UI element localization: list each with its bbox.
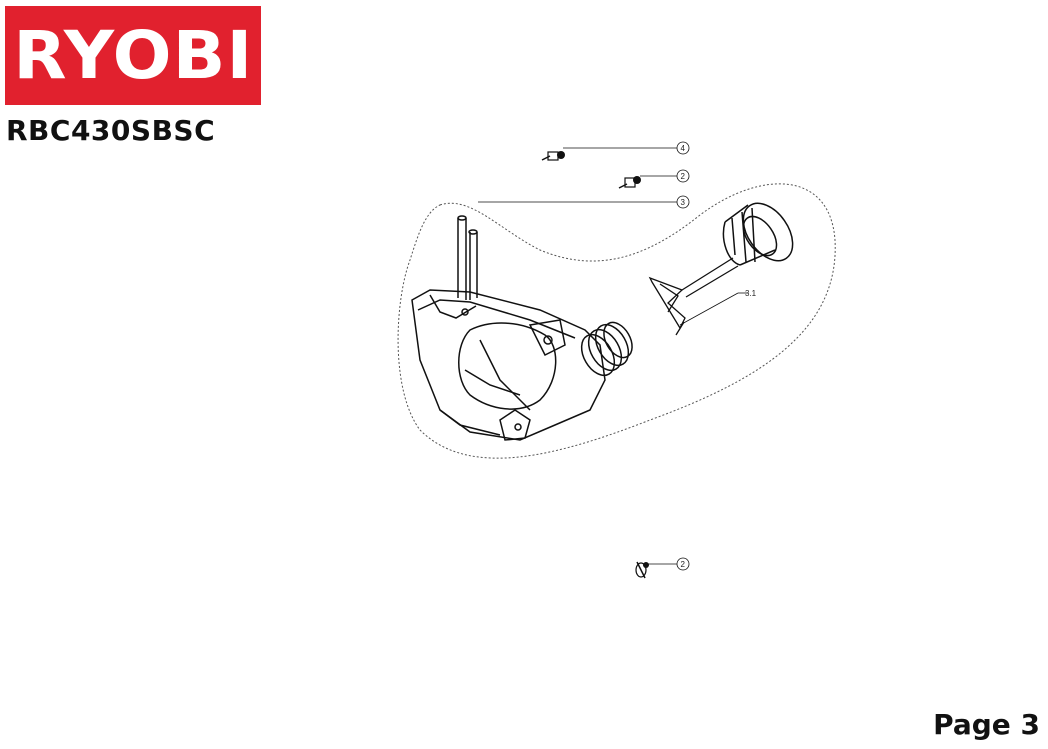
assembly-outline [397,183,836,459]
ryobi-logo: RYOBI [5,6,261,105]
screw-icon [635,561,649,579]
logo-text: RYOBI [12,16,254,94]
callout-2b: 2 [681,560,686,569]
screw-icon [618,176,641,189]
callout-circle [676,141,690,155]
callout-3: 3 [681,198,686,207]
callout-2a: 2 [681,172,686,181]
callout-3-1: 3.1 [745,289,757,298]
fuel-filter-icon [648,257,739,336]
callout-circle [676,557,690,571]
leader-line [679,292,739,326]
callout-circle [676,169,690,183]
callout-4: 4 [681,144,686,153]
page-number: Page 3 [933,708,1040,741]
callout-circle [676,195,690,209]
screw-icon [541,151,565,161]
fuel-tank-icon [411,215,633,441]
fuel-cap-icon [722,202,794,266]
model-number: RBC430SBSC [6,114,216,147]
